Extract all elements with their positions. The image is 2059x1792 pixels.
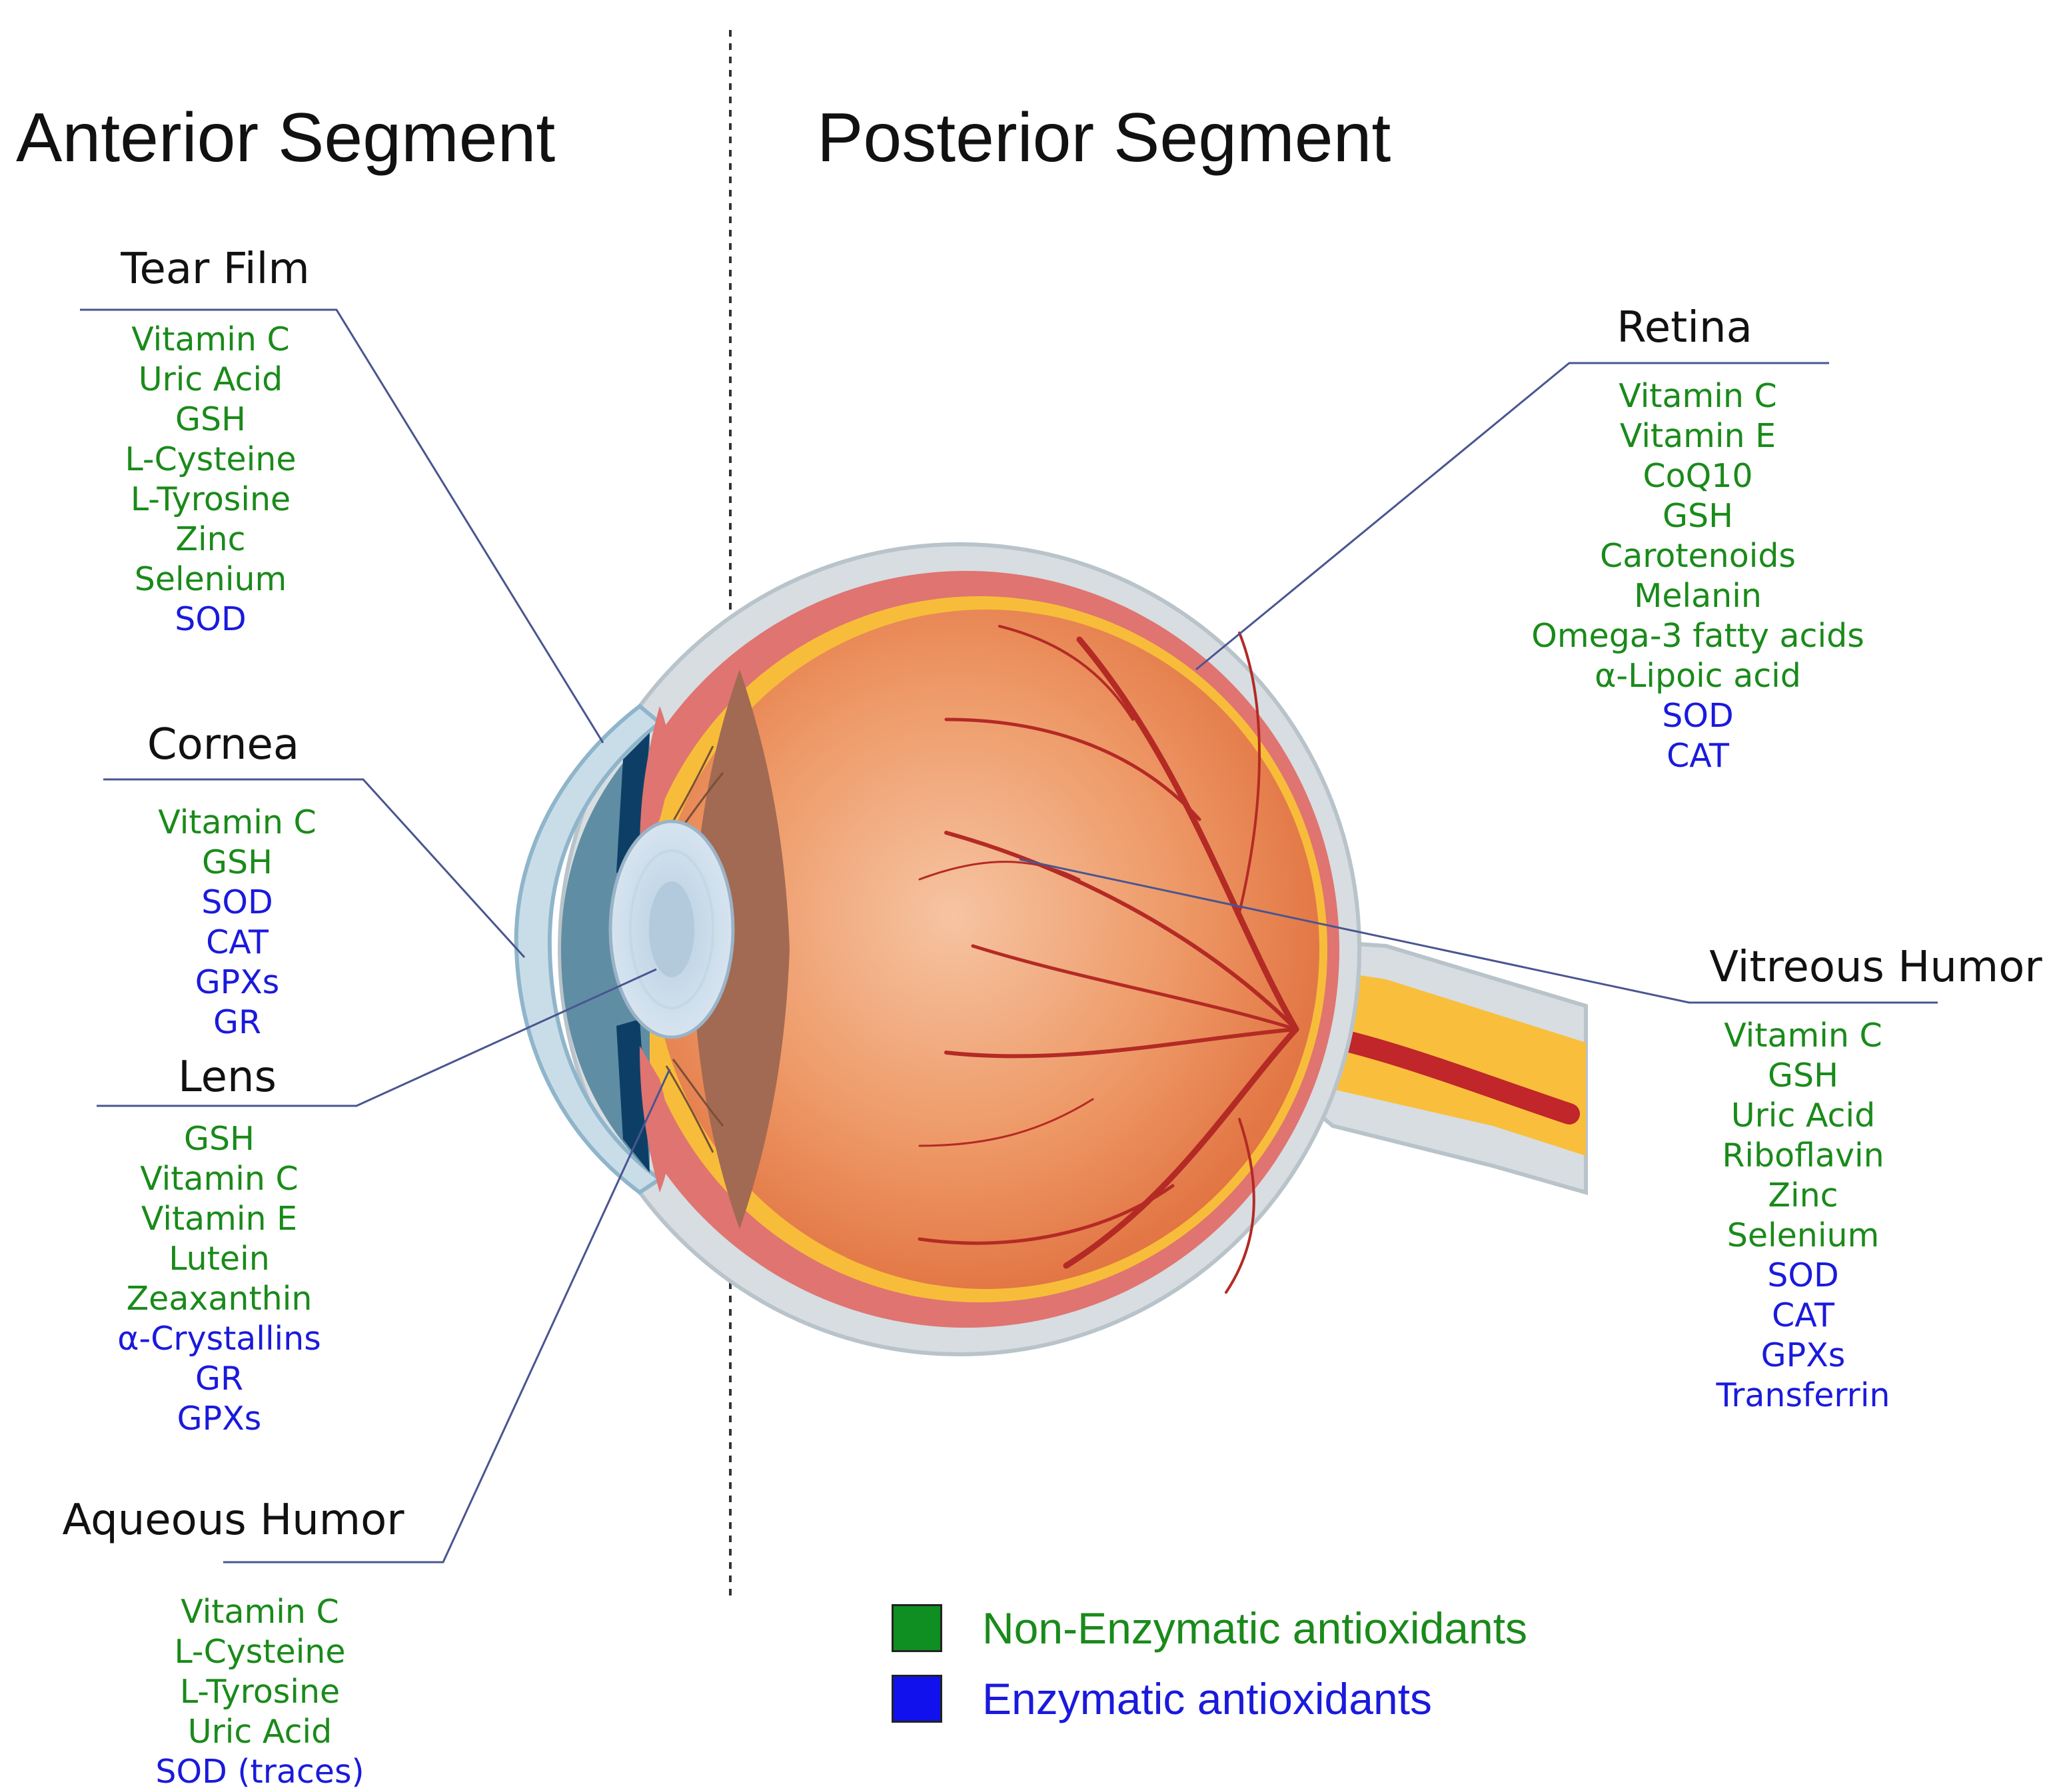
compound-item: GSH (175, 400, 246, 438)
vitreous-humor-title: Vitreous Humor (1709, 943, 2042, 992)
compound-item: Zinc (1768, 1176, 1838, 1214)
compound-item: L-Cysteine (174, 1633, 346, 1671)
compound-item: GR (195, 1360, 244, 1398)
compound-item: Vitamin E (141, 1200, 298, 1238)
compound-item: Vitamin C (1724, 1017, 1882, 1055)
cornea-shape (514, 703, 664, 1195)
anterior-segment-title: Anterior Segment (16, 99, 556, 177)
compound-item: SOD (traces) (155, 1753, 364, 1791)
compound-item: Transferrin (1716, 1376, 1890, 1414)
leader-lines (80, 308, 1938, 1564)
compound-item: GSH (1663, 497, 1733, 535)
compound-item: Uric Acid (1730, 1097, 1876, 1134)
compound-item: SOD (201, 883, 273, 921)
compound-item: CAT (1772, 1296, 1834, 1334)
compound-item: Selenium (1726, 1216, 1880, 1254)
legend-item-non-enzymatic: Non-Enzymatic antioxidants (892, 1603, 1527, 1653)
tear-film-title: Tear Film (121, 244, 310, 294)
compound-item: GSH (202, 843, 273, 881)
ciliary-body (693, 670, 790, 1229)
compound-item: GSH (184, 1120, 255, 1158)
compound-item: GR (213, 1003, 262, 1041)
lens-title: Lens (178, 1053, 277, 1102)
compound-item: SOD (175, 600, 247, 638)
compound-item: SOD (1662, 697, 1734, 735)
compound-item: L-Tyrosine (179, 1673, 341, 1711)
vitreous-humor-leader (1019, 858, 1938, 1004)
compound-item: Vitamin C (1619, 377, 1777, 415)
compound-item: CAT (206, 923, 269, 961)
compound-item: SOD (1767, 1256, 1839, 1294)
compound-item: GPXs (195, 963, 280, 1001)
tear-film-leader (80, 308, 604, 743)
legend-label-enzymatic: Enzymatic antioxidants (982, 1674, 1432, 1723)
compound-item: Riboflavin (1722, 1136, 1884, 1174)
retina-title: Retina (1617, 303, 1752, 352)
lens-leader (97, 968, 657, 1107)
compound-item: Lutein (169, 1240, 270, 1278)
compound-item: α-Crystallins (117, 1320, 321, 1358)
compound-item: CAT (1667, 737, 1729, 775)
compound-item: Vitamin E (1619, 417, 1776, 455)
compound-item: CoQ10 (1643, 457, 1753, 495)
compound-item: GSH (1768, 1057, 1838, 1095)
legend-label-non-enzymatic: Non-Enzymatic antioxidants (982, 1603, 1528, 1653)
compound-item: L-Tyrosine (130, 480, 291, 518)
compound-item: Zeaxanthin (126, 1280, 313, 1318)
legend-swatch-enzymatic (892, 1675, 942, 1723)
compound-item: Uric Acid (138, 360, 283, 398)
compound-item: Vitamin C (158, 803, 317, 841)
compound-item: Carotenoids (1600, 537, 1796, 575)
retinal-vessels (918, 625, 1299, 1294)
legend-swatch-non-enzymatic (892, 1604, 942, 1652)
compound-item: Vitamin C (140, 1160, 299, 1198)
compound-item: Uric Acid (187, 1713, 333, 1751)
aqueous-humor-title: Aqueous Humor (62, 1496, 404, 1545)
compound-item: Vitamin C (131, 320, 290, 358)
compound-item: Omega-3 fatty acids (1531, 617, 1864, 655)
compound-item: Vitamin C (181, 1593, 339, 1631)
compound-item: α-Lipoic acid (1595, 657, 1801, 695)
optic-nerve (1275, 937, 1588, 1195)
compound-item: GPXs (1760, 1336, 1846, 1374)
retina-leader (1195, 362, 1829, 671)
compound-item: Zinc (175, 520, 246, 558)
compound-item: L-Cysteine (125, 440, 297, 478)
legend-item-enzymatic: Enzymatic antioxidants (892, 1673, 1432, 1724)
compound-item: GPXs (177, 1400, 262, 1438)
cornea-title: Cornea (147, 720, 300, 769)
compound-item: Melanin (1634, 577, 1762, 615)
cornea-leader (103, 778, 526, 959)
aqueous-humor-leader (223, 1069, 671, 1564)
posterior-segment-title: Posterior Segment (817, 99, 1391, 177)
compound-item: Selenium (134, 560, 287, 598)
